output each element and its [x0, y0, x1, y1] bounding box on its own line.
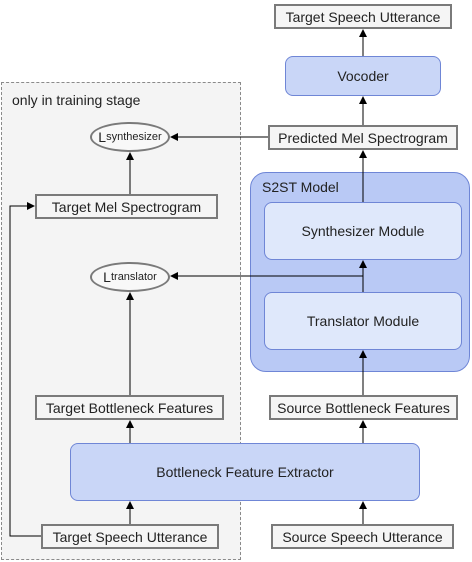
target-mel-spectrogram-box: Target Mel Spectrogram	[35, 194, 218, 219]
predicted-mel-spectrogram-box: Predicted Mel Spectrogram	[268, 125, 458, 150]
vocoder-box: Vocoder	[285, 56, 441, 96]
s2st-model-label: S2ST Model	[262, 179, 339, 195]
source-bottleneck-features-box: Source Bottleneck Features	[269, 395, 458, 420]
source-speech-utterance-box: Source Speech Utterance	[271, 524, 454, 549]
target-speech-utterance-input: Target Speech Utterance	[41, 524, 219, 549]
synthesizer-module-box: Synthesizer Module	[264, 202, 462, 260]
target-speech-utterance-output: Target Speech Utterance	[274, 4, 452, 29]
training-stage-label: only in training stage	[12, 92, 141, 108]
target-bottleneck-features-box: Target Bottleneck Features	[35, 395, 224, 420]
synthesizer-loss-symbol: L	[98, 129, 107, 145]
arrow-target-speech-to-target-mel	[9, 202, 41, 537]
translator-loss-subscript: translator	[110, 271, 157, 283]
synthesizer-loss-subscript: synthesizer	[106, 131, 162, 143]
translator-module-box: Translator Module	[264, 292, 462, 350]
translator-loss-symbol: L	[103, 269, 111, 285]
bottleneck-feature-extractor-box: Bottleneck Feature Extractor	[70, 443, 420, 501]
